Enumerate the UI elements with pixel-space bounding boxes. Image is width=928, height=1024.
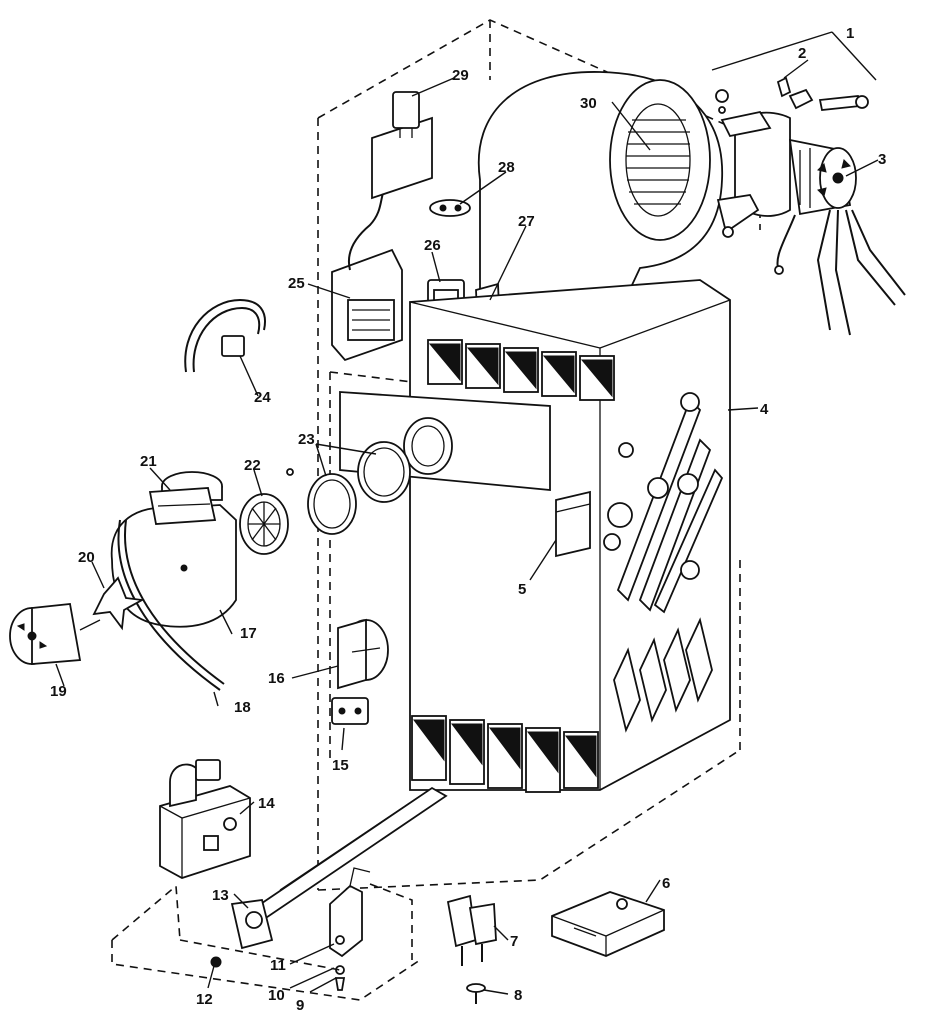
callout-21: 21 bbox=[140, 453, 157, 470]
callout-6: 6 bbox=[662, 875, 670, 892]
gasket-rings bbox=[307, 441, 411, 535]
callout-28: 28 bbox=[498, 159, 515, 176]
exchanger-upper-ports bbox=[427, 339, 615, 401]
callout-23: 23 bbox=[298, 431, 315, 448]
callout-11: 11 bbox=[270, 957, 286, 974]
ignition-module bbox=[551, 891, 665, 957]
callout-26: 26 bbox=[424, 237, 441, 254]
callout-8: 8 bbox=[514, 987, 522, 1004]
igniter-screw bbox=[334, 965, 346, 991]
callout-25: 25 bbox=[288, 275, 305, 292]
flame-sensor bbox=[446, 894, 497, 966]
callout-12: 12 bbox=[196, 991, 213, 1008]
callout-20: 20 bbox=[78, 549, 95, 566]
callout-16: 16 bbox=[268, 670, 285, 687]
burner-manifold bbox=[230, 786, 448, 950]
exchanger-lower-ports bbox=[411, 715, 599, 793]
callout-24: 24 bbox=[254, 389, 271, 406]
callout-1: 1 bbox=[846, 25, 854, 42]
exchanger-lower-fins bbox=[613, 617, 713, 733]
callout-14: 14 bbox=[258, 795, 275, 812]
callout-30: 30 bbox=[580, 95, 597, 112]
callout-3: 3 bbox=[878, 151, 886, 168]
callout-5: 5 bbox=[518, 581, 526, 598]
gas-valve bbox=[159, 759, 251, 879]
callout-7: 7 bbox=[510, 933, 518, 950]
callout-4: 4 bbox=[760, 401, 769, 418]
callout-labels: 1 2 3 4 5 6 7 8 9 10 11 12 13 14 15 16 1… bbox=[50, 25, 886, 1014]
wiring-harness bbox=[184, 298, 266, 373]
inducer-housing bbox=[110, 471, 237, 691]
rollout-switch bbox=[331, 697, 369, 725]
callout-18: 18 bbox=[234, 699, 251, 716]
filter-bracket bbox=[555, 490, 591, 558]
blower-wheel-grille bbox=[625, 103, 691, 217]
callout-13: 13 bbox=[212, 887, 229, 904]
blower-housing bbox=[477, 71, 723, 301]
fan-control bbox=[337, 618, 389, 690]
callout-29: 29 bbox=[452, 67, 469, 84]
control-box bbox=[331, 189, 403, 362]
callout-27: 27 bbox=[518, 213, 535, 230]
inducer-wheel bbox=[239, 468, 294, 555]
limit-switch bbox=[429, 199, 471, 217]
callout-15: 15 bbox=[332, 757, 349, 774]
callout-17: 17 bbox=[240, 625, 257, 642]
transformer bbox=[371, 91, 433, 200]
callout-2: 2 bbox=[798, 45, 806, 62]
inducer-fan-blade bbox=[92, 576, 145, 631]
base-frame bbox=[111, 883, 421, 1001]
callout-9: 9 bbox=[296, 997, 304, 1014]
blower-motor bbox=[734, 111, 906, 336]
exchanger-side-ribs bbox=[603, 392, 724, 614]
inducer-motor bbox=[9, 603, 101, 665]
callout-22: 22 bbox=[244, 457, 261, 474]
leader-lines bbox=[55, 31, 879, 995]
sensor-screw bbox=[466, 983, 486, 1004]
motor-mount-bracket bbox=[715, 76, 869, 238]
igniter-assembly bbox=[329, 867, 371, 958]
manifold-orifice bbox=[210, 956, 222, 968]
callout-19: 19 bbox=[50, 683, 67, 700]
callout-10: 10 bbox=[268, 987, 285, 1004]
